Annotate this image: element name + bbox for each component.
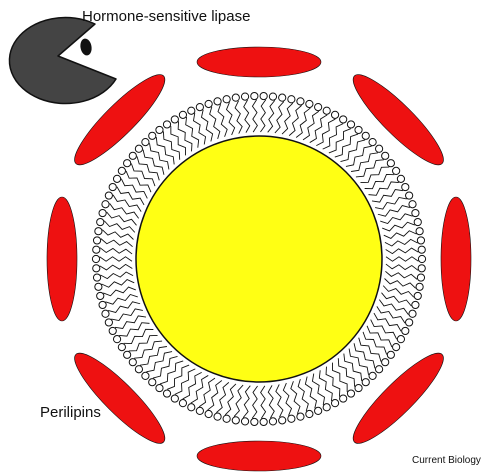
phospholipid bbox=[105, 192, 141, 212]
phospholipid bbox=[291, 381, 304, 420]
hormone-sensitive-lipase-icon bbox=[9, 18, 116, 104]
perilipin bbox=[65, 344, 174, 453]
phospholipid bbox=[97, 287, 136, 299]
phospholipid bbox=[135, 347, 167, 373]
perilipin bbox=[47, 197, 77, 321]
phospholipid bbox=[92, 255, 132, 262]
phospholipid bbox=[260, 92, 267, 132]
phospholipid bbox=[296, 100, 313, 137]
phospholipid bbox=[380, 209, 419, 223]
phospholipid bbox=[188, 375, 209, 410]
phospholipid bbox=[95, 228, 134, 240]
phospholipid bbox=[268, 385, 276, 425]
phospholipid bbox=[260, 386, 267, 426]
phospholipid bbox=[338, 358, 362, 391]
phospholipid bbox=[205, 100, 220, 139]
phospholipid bbox=[196, 378, 215, 414]
phospholipid bbox=[385, 271, 424, 281]
phospholipid bbox=[382, 218, 421, 230]
phospholipid bbox=[298, 379, 313, 418]
phospholipid bbox=[386, 255, 426, 262]
phospholipid bbox=[379, 300, 416, 318]
perilipin bbox=[197, 441, 321, 471]
phospholipid bbox=[377, 306, 413, 326]
phospholipid bbox=[251, 92, 258, 132]
perilipin bbox=[344, 344, 453, 453]
phospholipid bbox=[241, 386, 250, 425]
phospholipid bbox=[156, 126, 180, 159]
phospholipid bbox=[95, 280, 134, 291]
phospholipid bbox=[214, 98, 227, 137]
phospholipid bbox=[223, 96, 235, 135]
perilipin bbox=[197, 47, 321, 77]
phospholipid bbox=[386, 264, 425, 272]
phospholipid bbox=[99, 209, 137, 225]
perilipin bbox=[441, 197, 471, 321]
phospholipid bbox=[384, 228, 423, 239]
phospholipid bbox=[386, 246, 426, 253]
phospholipid bbox=[251, 386, 258, 426]
perilipin-label: Perilipins bbox=[40, 404, 101, 421]
phospholipid bbox=[283, 383, 295, 422]
phospholipid bbox=[99, 294, 138, 308]
phospholipid bbox=[268, 93, 277, 132]
lipase-label: Hormone-sensitive lipase bbox=[82, 8, 250, 25]
lipase-body bbox=[9, 18, 116, 104]
phospholipid bbox=[232, 385, 243, 424]
phospholipid bbox=[282, 96, 295, 134]
phospholipid bbox=[93, 246, 132, 254]
phospholipid bbox=[93, 264, 133, 271]
perilipin bbox=[344, 65, 453, 174]
journal-credit: Current Biology bbox=[412, 455, 481, 466]
phospholipid bbox=[310, 107, 331, 142]
phospholipid bbox=[223, 384, 236, 422]
phospholipid bbox=[205, 380, 222, 417]
phospholipid bbox=[385, 278, 424, 290]
phospholipid bbox=[303, 104, 322, 140]
neutral-lipid-core bbox=[136, 136, 382, 382]
phospholipid bbox=[381, 293, 419, 309]
phospholipid bbox=[241, 93, 249, 133]
lipase-active-site bbox=[79, 38, 93, 57]
phospholipid bbox=[93, 237, 132, 247]
phospholipid bbox=[232, 94, 242, 134]
phospholipid bbox=[351, 145, 383, 171]
phospholipid bbox=[275, 94, 286, 133]
phospholipid bbox=[102, 201, 139, 219]
phospholipid bbox=[276, 384, 286, 424]
